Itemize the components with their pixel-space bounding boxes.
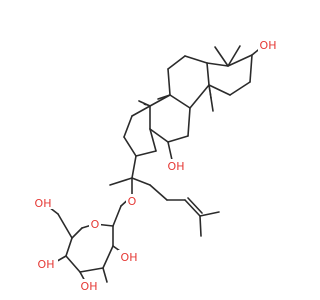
- oh-c3-label: OH: [260, 39, 277, 52]
- label-ring-o: O: [89, 217, 101, 231]
- label-sugar-oh-4: OH: [78, 279, 100, 293]
- ring-c: [149, 94, 191, 143]
- oh-sugar-1-label: OH: [35, 197, 52, 210]
- o-ring-label: O: [91, 218, 100, 231]
- label-sugar-oh-1: OH: [32, 196, 54, 210]
- label-sugar-oh-3: OH: [118, 250, 140, 264]
- label-c12-oh: OH: [165, 159, 187, 173]
- oh-sugar-3-label: OH: [121, 251, 138, 264]
- c12-oh-bond: [167, 141, 173, 161]
- ring-b: [167, 55, 210, 109]
- oh-c12-label: OH: [168, 160, 185, 173]
- label-c3-oh: OH: [258, 38, 280, 52]
- side-chain: [109, 155, 220, 237]
- label-sugar-oh-2: OH: [36, 257, 58, 271]
- stereo-wedges: [143, 84, 212, 107]
- gem-dimethyl: [214, 45, 241, 67]
- oh-sugar-4-label: OH: [81, 280, 98, 293]
- ring-d: [123, 105, 157, 157]
- ginsenoside-structure-diagram: OH OH O O OH OH OH OH: [32, 38, 280, 293]
- label-glycosidic-o: O: [126, 194, 138, 208]
- ring-a: [206, 54, 253, 96]
- oh-sugar-2-label: OH: [38, 258, 55, 271]
- o-glycoside-label: O: [128, 195, 137, 208]
